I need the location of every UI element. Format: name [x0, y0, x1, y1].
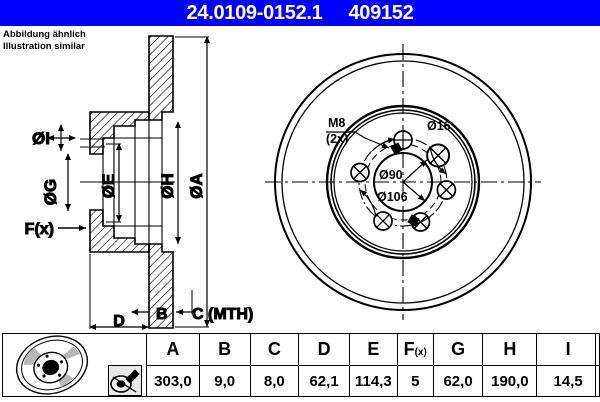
m8-leader-line	[354, 131, 390, 149]
specification-table: A B C D E F(x) G H I 303,0 9,0 8,0 62,1 …	[146, 333, 600, 397]
table-value-i: 14,5	[536, 365, 600, 397]
face-view: Ø90 Ø106 Ø16 M8 (2x)	[265, 44, 541, 320]
illustration-note-de: Abbildung ähnlich	[3, 29, 86, 40]
m8-threaded-holes	[390, 142, 420, 227]
label-bolt-hole-dia: Ø16	[427, 119, 451, 133]
cross-section-view: ØI ØG ØE ØH ØA F(x) B C (MTH) D	[24, 35, 254, 331]
label-dia-i: ØI	[32, 129, 50, 148]
table-header-e: E	[348, 333, 398, 366]
label-dim-d: D	[113, 313, 125, 330]
bolt-hole	[426, 143, 451, 168]
table-header-b: B	[198, 333, 251, 366]
label-thread: M8	[328, 116, 345, 130]
table-value-d: 62,1	[298, 365, 350, 397]
label-center-bore: Ø90	[379, 168, 403, 182]
table-value-a: 303,0	[146, 365, 200, 397]
table-header-i: I	[536, 333, 600, 366]
bolt-hole	[373, 211, 393, 231]
specification-table-area: A B C D E F(x) G H I 303,0 9,0 8,0 62,1 …	[0, 332, 600, 400]
label-dia-e: ØE	[99, 174, 118, 199]
table-header-row: A B C D E F(x) G H I	[146, 333, 600, 366]
bolt-hole	[350, 162, 370, 183]
fx-main: F	[403, 339, 415, 359]
technical-drawing: ØI ØG ØE ØH ØA F(x) B C (MTH) D	[0, 26, 600, 331]
label-force: F(x)	[25, 221, 54, 238]
brake-disc-icon	[2, 333, 102, 397]
label-thread-qty: (2x)	[326, 132, 348, 146]
bolt-hole	[436, 180, 457, 200]
label-dia-a: ØA	[187, 173, 206, 199]
table-value-fx: 5	[396, 365, 434, 397]
table-value-g: 62,0	[432, 365, 484, 397]
label-dia-g: ØG	[41, 179, 60, 205]
table-value-e: 114,3	[348, 365, 398, 397]
m8-thread-hole	[390, 142, 403, 155]
label-pitch-circle: Ø106	[377, 190, 408, 204]
rim-top-section	[148, 35, 174, 121]
table-header-a: A	[146, 333, 200, 366]
fx-sub: (x)	[414, 347, 427, 358]
illustration-note: Abbildung ähnlich Illustration similar	[3, 29, 86, 52]
table-header-fx: F(x)	[396, 333, 434, 366]
table-header-g: G	[432, 333, 484, 366]
label-dim-c: C (MTH)	[192, 306, 253, 323]
measuring-tool-icon	[108, 365, 142, 396]
dia106-leader	[402, 159, 428, 183]
label-dia-h: ØH	[158, 173, 177, 199]
part-number: 24.0109-0152.1	[186, 2, 323, 24]
section-axis-lines	[80, 138, 175, 183]
table-value-b: 9,0	[198, 365, 251, 397]
illustration-note-en: Illustration similar	[3, 40, 85, 52]
label-dim-b: B	[156, 306, 168, 323]
article-number: 409152	[348, 2, 414, 24]
table-header-c: C	[249, 333, 300, 366]
table-value-row: 303,0 9,0 8,0 62,1 114,3 5 62,0 190,0 14…	[146, 365, 600, 397]
dia90-leader	[402, 181, 426, 202]
table-header-h: H	[482, 333, 538, 366]
table-value-c: 8,0	[249, 365, 300, 397]
header-bar: 24.0109-0152.1 409152	[0, 0, 600, 26]
table-value-h: 190,0	[482, 365, 538, 397]
table-header-d: D	[298, 333, 350, 366]
